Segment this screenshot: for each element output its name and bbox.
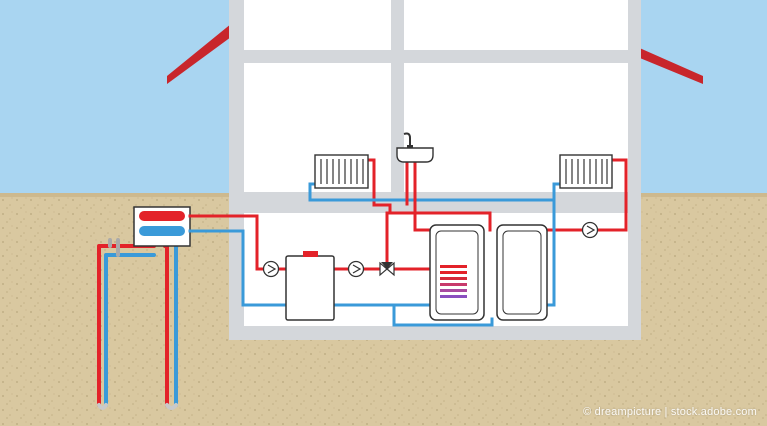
image-credit: © dreampicture | stock.adobe.com [583,406,757,418]
pump-icon [262,260,280,278]
valve-icon [379,261,395,277]
heat-pump-icon [285,251,335,321]
boiler-tank-icon [429,224,485,321]
cold-pipe-ground [188,229,288,307]
cold-pipe-return [332,303,494,327]
radiator-icon [314,154,369,189]
hot-pipe-riser [385,211,492,265]
buffer-tank-icon [496,224,548,321]
probe-right-outer [163,244,169,407]
faucet-icon [396,132,434,163]
cold-pipe-right [545,182,564,307]
manifold-icon [133,206,191,247]
room-attic-left [244,0,391,50]
pump-icon [581,221,599,239]
room-attic-right [404,0,628,50]
radiator-icon [559,154,613,189]
probe-left-inner [104,253,156,407]
cold-pipe-left-radiator [308,182,556,202]
pump-icon [347,260,365,278]
hot-pipe-left-radiator [368,158,392,215]
hot-pipe-ground [188,214,265,271]
